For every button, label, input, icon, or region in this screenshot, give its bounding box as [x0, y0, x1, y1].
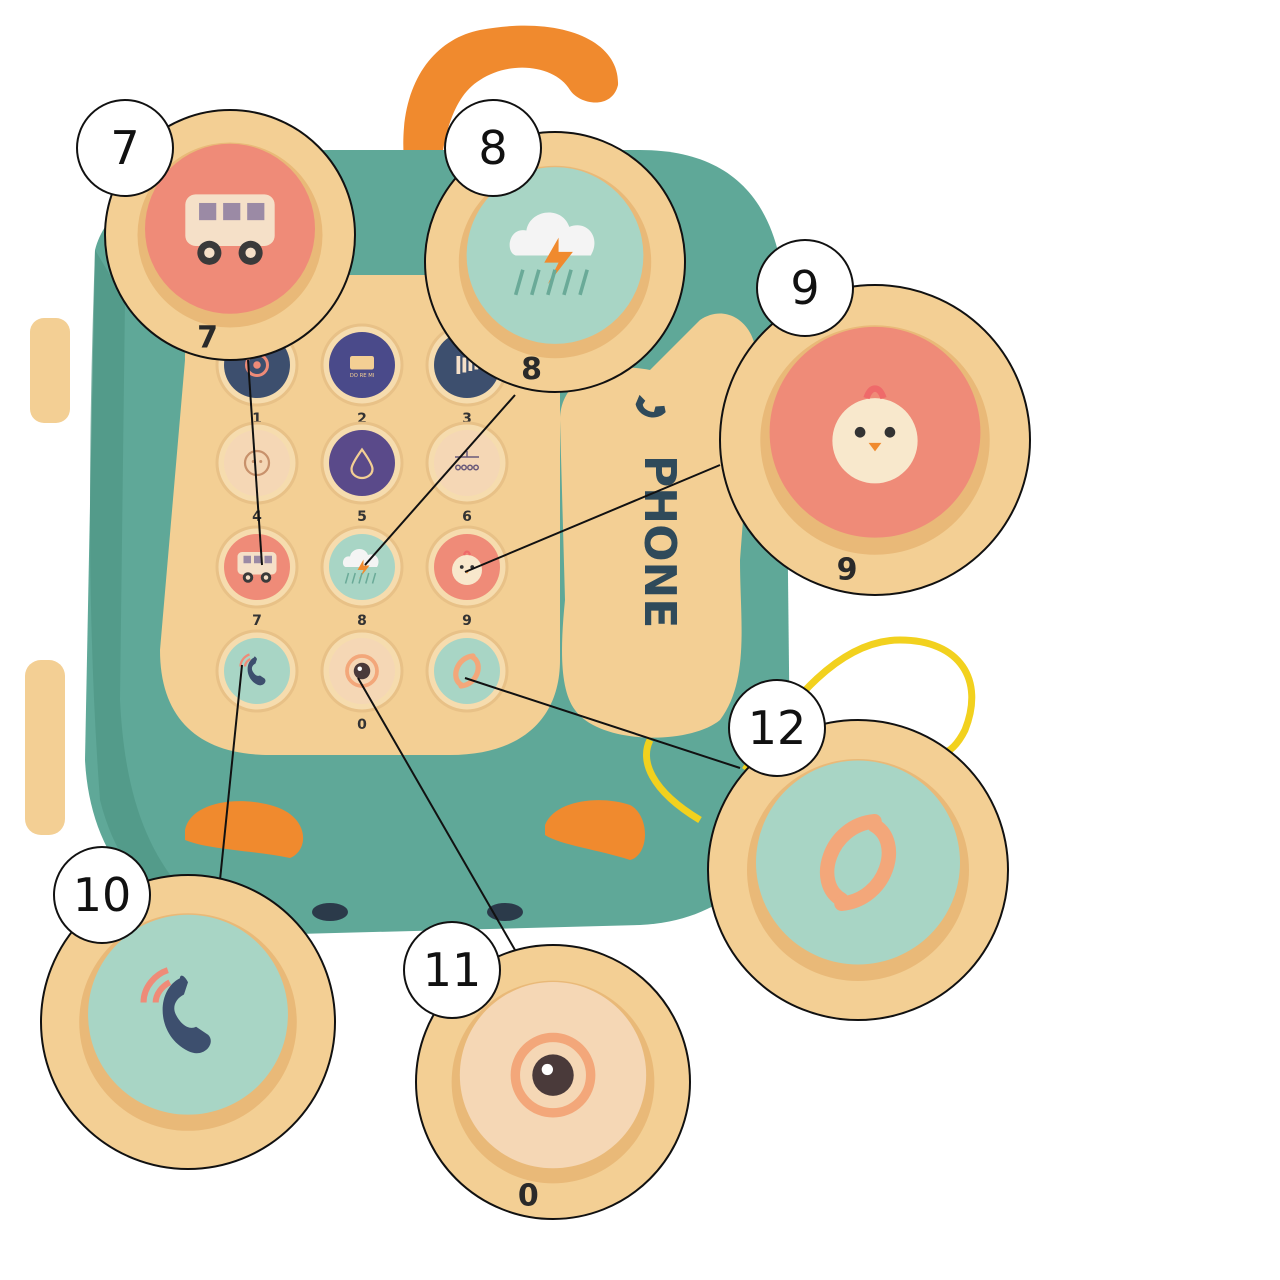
callout-label-11: 11 — [403, 921, 501, 1019]
keypad-key-2[interactable]: DO RE MI 2 — [320, 323, 404, 427]
callout-label-8: 8 — [444, 99, 542, 197]
keypad-key-phone-call[interactable] — [215, 629, 299, 713]
callout-label-9: 9 — [756, 239, 854, 337]
key-digit: 9 — [462, 613, 472, 629]
callout-label-12: 12 — [728, 679, 826, 777]
bus-icon — [185, 194, 275, 265]
handset-phone-icon — [635, 394, 666, 418]
callout-zoom-7: 7 — [104, 109, 356, 361]
key-digit: 6 — [462, 509, 472, 525]
key-digit: 5 — [357, 509, 367, 525]
key-digit: 8 — [357, 613, 367, 629]
callout-zoom-11: 0 — [415, 944, 691, 1220]
eye-icon — [510, 1032, 596, 1118]
keypad-key-7[interactable]: 7 — [215, 525, 299, 629]
key-digit: 2 — [357, 411, 367, 427]
key-digit: 1 — [252, 411, 262, 427]
phone-call-icon — [140, 967, 211, 1054]
chick-icon — [832, 385, 918, 484]
svg-text:8: 8 — [478, 121, 507, 175]
keypad: 1 DO RE MI 2 3 4 5 6 7 8 9 0 — [215, 323, 509, 733]
callout-digit: 7 — [197, 321, 218, 356]
svg-text:10: 10 — [73, 868, 132, 922]
handset — [560, 313, 756, 738]
left-foot — [185, 801, 304, 858]
storm-cloud-icon — [342, 548, 379, 584]
svg-text:12: 12 — [748, 701, 807, 755]
storm-cloud-icon — [509, 212, 595, 296]
hang-up-icon — [819, 814, 897, 911]
key-digit: 7 — [252, 613, 262, 629]
svg-text:11: 11 — [423, 943, 482, 997]
keypad-key-hang-up[interactable] — [425, 629, 509, 713]
keypad-key-5[interactable]: 5 — [320, 421, 404, 525]
key-digit: 3 — [462, 411, 472, 427]
wheel-bottom — [25, 660, 65, 835]
callout-digit: 9 — [837, 553, 858, 588]
callout-zoom-10 — [40, 874, 336, 1170]
key-digit: 0 — [357, 717, 367, 733]
keypad-key-9[interactable]: 9 — [425, 525, 509, 629]
svg-text:9: 9 — [790, 261, 819, 315]
keypad-key-6[interactable]: 6 — [425, 421, 509, 525]
callout-digit: 8 — [521, 352, 542, 387]
piano-icon: DO RE MI — [350, 356, 375, 379]
keypad-key-0[interactable]: 0 — [320, 629, 404, 733]
wheel-top — [30, 318, 70, 423]
chick-icon — [452, 550, 482, 585]
callout-zoom-9: 9 — [719, 284, 1031, 596]
callout-connectors — [219, 359, 741, 951]
left-eye — [312, 903, 348, 921]
keypad-key-4[interactable]: 4 — [215, 421, 299, 525]
bus-icon — [237, 552, 277, 583]
hang-up-icon — [453, 653, 481, 689]
phone-call-icon — [239, 653, 266, 686]
handset-label: PHONE — [634, 455, 685, 628]
svg-text:7: 7 — [110, 121, 139, 175]
callout-zoom-12 — [707, 719, 1009, 1021]
callout-digit: 0 — [518, 1178, 539, 1213]
svg-text:DO RE MI: DO RE MI — [350, 373, 375, 379]
water-drop-icon — [350, 447, 374, 480]
key-digit: 4 — [252, 509, 262, 525]
callout-label-10: 10 — [53, 846, 151, 944]
right-foot — [545, 800, 645, 860]
callout-label-7: 7 — [76, 99, 174, 197]
callout-zoom-8: 8 — [424, 131, 686, 393]
svg-text:PHONE: PHONE — [634, 455, 685, 628]
